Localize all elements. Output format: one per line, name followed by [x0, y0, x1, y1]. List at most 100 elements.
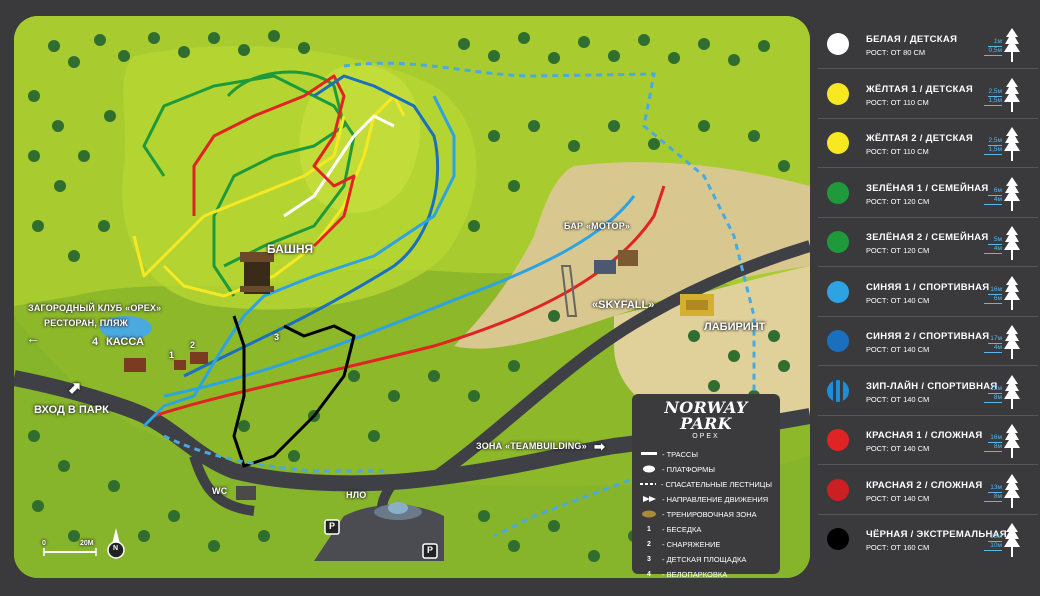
route-color-dot	[827, 280, 849, 303]
route-height-bottom: 1,5м	[984, 146, 1002, 155]
training-zone-icon	[640, 510, 658, 518]
club-arrow-icon[interactable]: ←	[26, 330, 40, 346]
route-height-top: 1м	[988, 38, 1002, 47]
scale-zero: 0	[42, 540, 46, 547]
route-height-top: 16м	[988, 434, 1002, 443]
tree-icon	[1004, 325, 1020, 359]
route-height-top: 2,5м	[988, 137, 1002, 146]
platform-icon	[640, 465, 658, 473]
marker-2: 2	[190, 340, 196, 350]
route-height-top: 13м	[988, 484, 1002, 493]
route-height-top: 16м	[988, 286, 1002, 295]
route-name: ЗИП-ЛАЙН / СПОРТИВНАЯ	[866, 380, 998, 392]
legend-num-4: 4 - ВЕЛОПАРКОВКА	[647, 569, 728, 579]
tree-icon	[1004, 77, 1020, 112]
tree-icon	[1004, 127, 1020, 161]
route-name: СИНЯЯ 2 / СПОРТИВНАЯ	[866, 331, 990, 342]
route-height-top: 12м	[988, 385, 1002, 394]
tree-icon	[1004, 176, 1020, 211]
parking-icon-2: P	[427, 545, 434, 555]
tree-icon	[1004, 28, 1020, 62]
park-map[interactable]: БАШНЯ БАР «МОТОР» «SKYFALL» ЛАБИРИНТ ЗАГ…	[14, 16, 810, 578]
route-color-dot	[827, 528, 849, 550]
marker-3: 3	[274, 332, 280, 342]
parking-icon: P	[329, 521, 336, 531]
ufo-label: НЛО	[346, 490, 367, 500]
entrance-arrow-icon: ⬈	[68, 380, 82, 397]
club-label: ЗАГОРОДНЫЙ КЛУБ «ОРЕХ»	[28, 303, 162, 313]
route-height-top: 17м	[988, 335, 1002, 344]
route-color-dot	[827, 132, 849, 154]
brand-logo: NORWAY PARK	[664, 398, 748, 433]
route-color-dot	[827, 82, 849, 105]
tree-icon	[1004, 424, 1020, 458]
route-color-dot	[827, 379, 849, 402]
route-height-bottom: 8м	[984, 493, 1002, 502]
ladder-icon	[640, 480, 657, 488]
route-height-req: РОСТ: ОТ 160 СМ	[866, 543, 930, 552]
restaurant-label: РЕСТОРАН, ПЛЯЖ	[44, 318, 128, 328]
route-name: ЖЁЛТАЯ 1 / ДЕТСКАЯ	[866, 83, 973, 95]
route-height-bottom: 0,5м	[984, 47, 1002, 56]
scale-20: 20М	[80, 540, 94, 547]
route-color-dot	[827, 429, 849, 451]
wc-label: WC	[212, 486, 228, 496]
route-name: ЗЕЛЁНАЯ 1 / СЕМЕЙНАЯ	[866, 182, 989, 194]
entrance-label: ВХОД В ПАРК	[34, 404, 109, 416]
tree-icon	[1004, 275, 1020, 310]
legend-num-3: 3 - ДЕТСКАЯ ПЛОЩАДКА	[647, 554, 747, 564]
route-divider	[818, 117, 1038, 119]
route-height-bottom: 1,5м	[984, 97, 1002, 106]
brand-sub: ОРЕХ	[692, 433, 720, 440]
legend-ladders: - СПАСАТЕЛЬНЫЕ ЛЕСТНИЦЫ	[640, 478, 772, 490]
route-divider	[818, 414, 1038, 416]
route-height-req: РОСТ: ОТ 140 СМ	[866, 295, 930, 305]
teambuilding-arrow-icon: ➡	[594, 439, 605, 454]
route-name: БЕЛАЯ / ДЕТСКАЯ	[866, 34, 958, 45]
route-divider	[818, 315, 1038, 317]
legend-training: - ТРЕНИРОВОЧНАЯ ЗОНА	[640, 508, 772, 520]
direction-icon	[640, 495, 658, 503]
route-height-top: 23м	[988, 533, 1002, 542]
route-name: ЖЁЛТАЯ 2 / ДЕТСКАЯ	[866, 133, 973, 144]
bar-label: БАР «МОТОР»	[564, 221, 631, 231]
trail-line-icon	[640, 450, 658, 458]
route-height-bottom: 8м	[984, 394, 1002, 403]
route-name: ЗЕЛЁНАЯ 2 / СЕМЕЙНАЯ	[866, 232, 989, 243]
route-height-top: 5м	[988, 236, 1002, 245]
legend-direction: - НАПРАВЛЕНИЕ ДВИЖЕНИЯ	[640, 493, 772, 505]
route-divider	[818, 513, 1038, 515]
kassa-label: КАССА	[106, 336, 144, 348]
route-name: КРАСНАЯ 1 / СЛОЖНАЯ	[866, 430, 983, 441]
route-color-dot	[827, 478, 849, 501]
marker-1: 1	[169, 350, 175, 360]
labyrinth-label: ЛАБИРИНТ	[704, 321, 766, 333]
route-color-dot	[827, 330, 849, 352]
tree-icon	[1004, 473, 1020, 508]
teambuilding-label: ЗОНА «TEAMBUILDING»	[476, 441, 587, 451]
route-height-top: 2,5м	[988, 87, 1002, 97]
route-height-req: РОСТ: ОТ 140 СМ	[866, 394, 930, 404]
route-divider	[818, 365, 1038, 366]
route-height-req: РОСТ: ОТ 120 СМ	[866, 246, 930, 255]
tower-label: БАШНЯ	[267, 242, 314, 256]
map-legend: NORWAY PARK ОРЕХ - ТРАССЫ - ПЛАТФОРМЫ - …	[632, 394, 780, 578]
route-height-req: РОСТ: ОТ 110 СМ	[866, 97, 929, 107]
skyfall-label: «SKYFALL»	[592, 299, 655, 311]
route-height-top: 6м	[988, 187, 1002, 196]
route-height-req: РОСТ: ОТ 140 СМ	[866, 345, 930, 354]
route-name: КРАСНАЯ 2 / СЛОЖНАЯ	[866, 479, 983, 491]
